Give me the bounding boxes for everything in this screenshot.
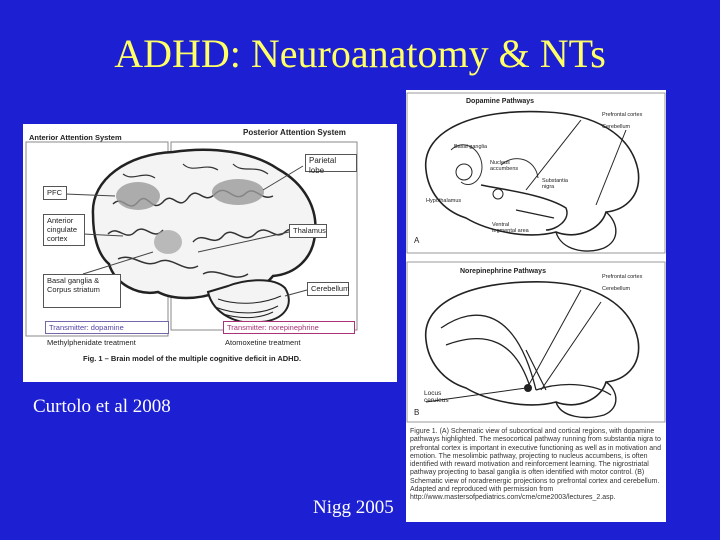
transmitter-norepinephrine-label: Transmitter: norepinephrine bbox=[223, 321, 355, 334]
pathways-figure: Dopamine Pathways Prefrontal cortex Cere… bbox=[406, 90, 666, 522]
parietal-lobe-label: Parietal lobe bbox=[305, 154, 357, 175]
methylphenidate-treatment: Methylphenidate treatment bbox=[47, 338, 136, 347]
dopamine-pathways-title: Dopamine Pathways bbox=[466, 98, 535, 105]
ne-cerebellum-label: Cerebellum bbox=[602, 286, 631, 292]
ne-locus-ceruleus-label: Locus ceruleus bbox=[424, 390, 449, 404]
da-substantia-nigra-label: Substantia nigra bbox=[542, 178, 568, 190]
panel-a-label: A bbox=[414, 236, 420, 245]
da-basal-ganglia-label: Basal ganglia bbox=[454, 144, 488, 150]
da-cerebellum-label: Cerebellum bbox=[602, 124, 631, 130]
basal-ganglia-label: Basal ganglia & Corpus striatum bbox=[43, 274, 121, 308]
ne-prefrontal-label: Prefrontal cortex bbox=[602, 274, 643, 280]
atomoxetine-treatment: Atomoxetine treatment bbox=[225, 338, 301, 347]
da-vta-label: Ventral tegmental area bbox=[492, 222, 529, 234]
brain-illustration bbox=[25, 141, 358, 337]
da-hypothalamus-label: Hypothalamus bbox=[426, 198, 462, 204]
transmitter-dopamine-label: Transmitter: dopamine bbox=[45, 321, 169, 334]
citation-nigg: Nigg 2005 bbox=[313, 497, 394, 518]
pfc-label: PFC bbox=[43, 186, 67, 200]
citation-curtolo: Curtolo et al 2008 bbox=[33, 396, 171, 417]
thalamus-label: Thalamus bbox=[289, 224, 327, 238]
da-prefrontal-label: Prefrontal cortex bbox=[602, 112, 643, 118]
slide-title: ADHD: Neuroanatomy & NTs bbox=[114, 31, 606, 76]
norepinephrine-pathways-title: Norepinephrine Pathways bbox=[460, 268, 546, 275]
anterior-system-title: Anterior Attention System bbox=[29, 133, 122, 142]
brain-model-figure: Anterior Attention System Posterior Atte… bbox=[23, 124, 397, 382]
posterior-system-title: Posterior Attention System bbox=[243, 128, 346, 137]
da-nucleus-accumbens-label: Nucleus accumbens bbox=[490, 160, 519, 172]
panel-b-label: B bbox=[414, 408, 420, 417]
left-figure-caption: Fig. 1 – Brain model of the multiple cog… bbox=[83, 354, 302, 363]
cerebellum-label: Cerebellum bbox=[307, 282, 349, 296]
pathways-illustration bbox=[406, 92, 666, 423]
anterior-cingulate-label: Anterior cingulate cortex bbox=[43, 214, 85, 246]
right-figure-caption: Figure 1. (A) Schematic view of subcorti… bbox=[410, 428, 661, 501]
